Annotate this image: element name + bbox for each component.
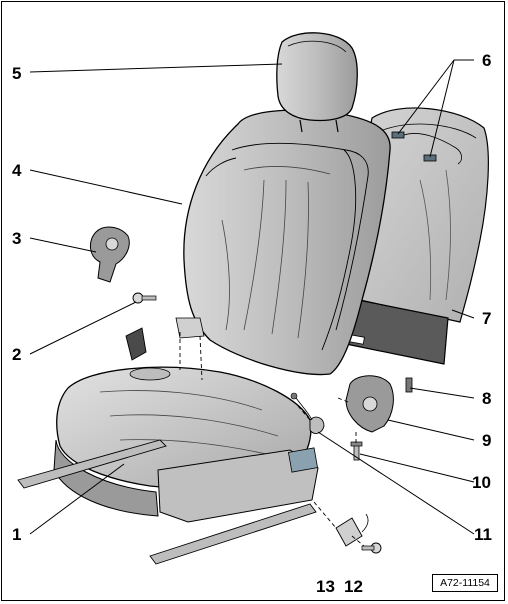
screw-10 [350,441,363,461]
callout-6: 6 [482,51,492,70]
callout-9: 9 [482,431,492,450]
retainer [405,377,413,393]
callout-11: 11 [474,525,492,544]
callout-2: 2 [12,345,22,364]
callout-12: 12 [344,577,363,596]
figure-id: A72-11154 [432,574,498,592]
bolt-12 [361,542,382,554]
assembly-lines [179,332,365,547]
callout-4: 4 [12,161,22,180]
head-restraint [276,32,358,133]
callout-5: 5 [12,64,22,83]
belt-buckle [125,327,147,361]
bolt-2 [132,292,157,304]
backrest [183,109,391,376]
seat-belt-guide [90,226,130,283]
seat-cushion [17,317,319,565]
wiring-connector [290,392,325,434]
callout-8: 8 [482,389,492,408]
callout-13: 13 [316,577,335,596]
callout-10: 10 [472,473,491,492]
recliner-cover [345,375,394,433]
callout-1: 1 [12,525,22,544]
callout-3: 3 [12,229,22,248]
callout-7: 7 [482,309,492,328]
leader-lines [29,59,475,535]
connector-13 [335,513,369,547]
